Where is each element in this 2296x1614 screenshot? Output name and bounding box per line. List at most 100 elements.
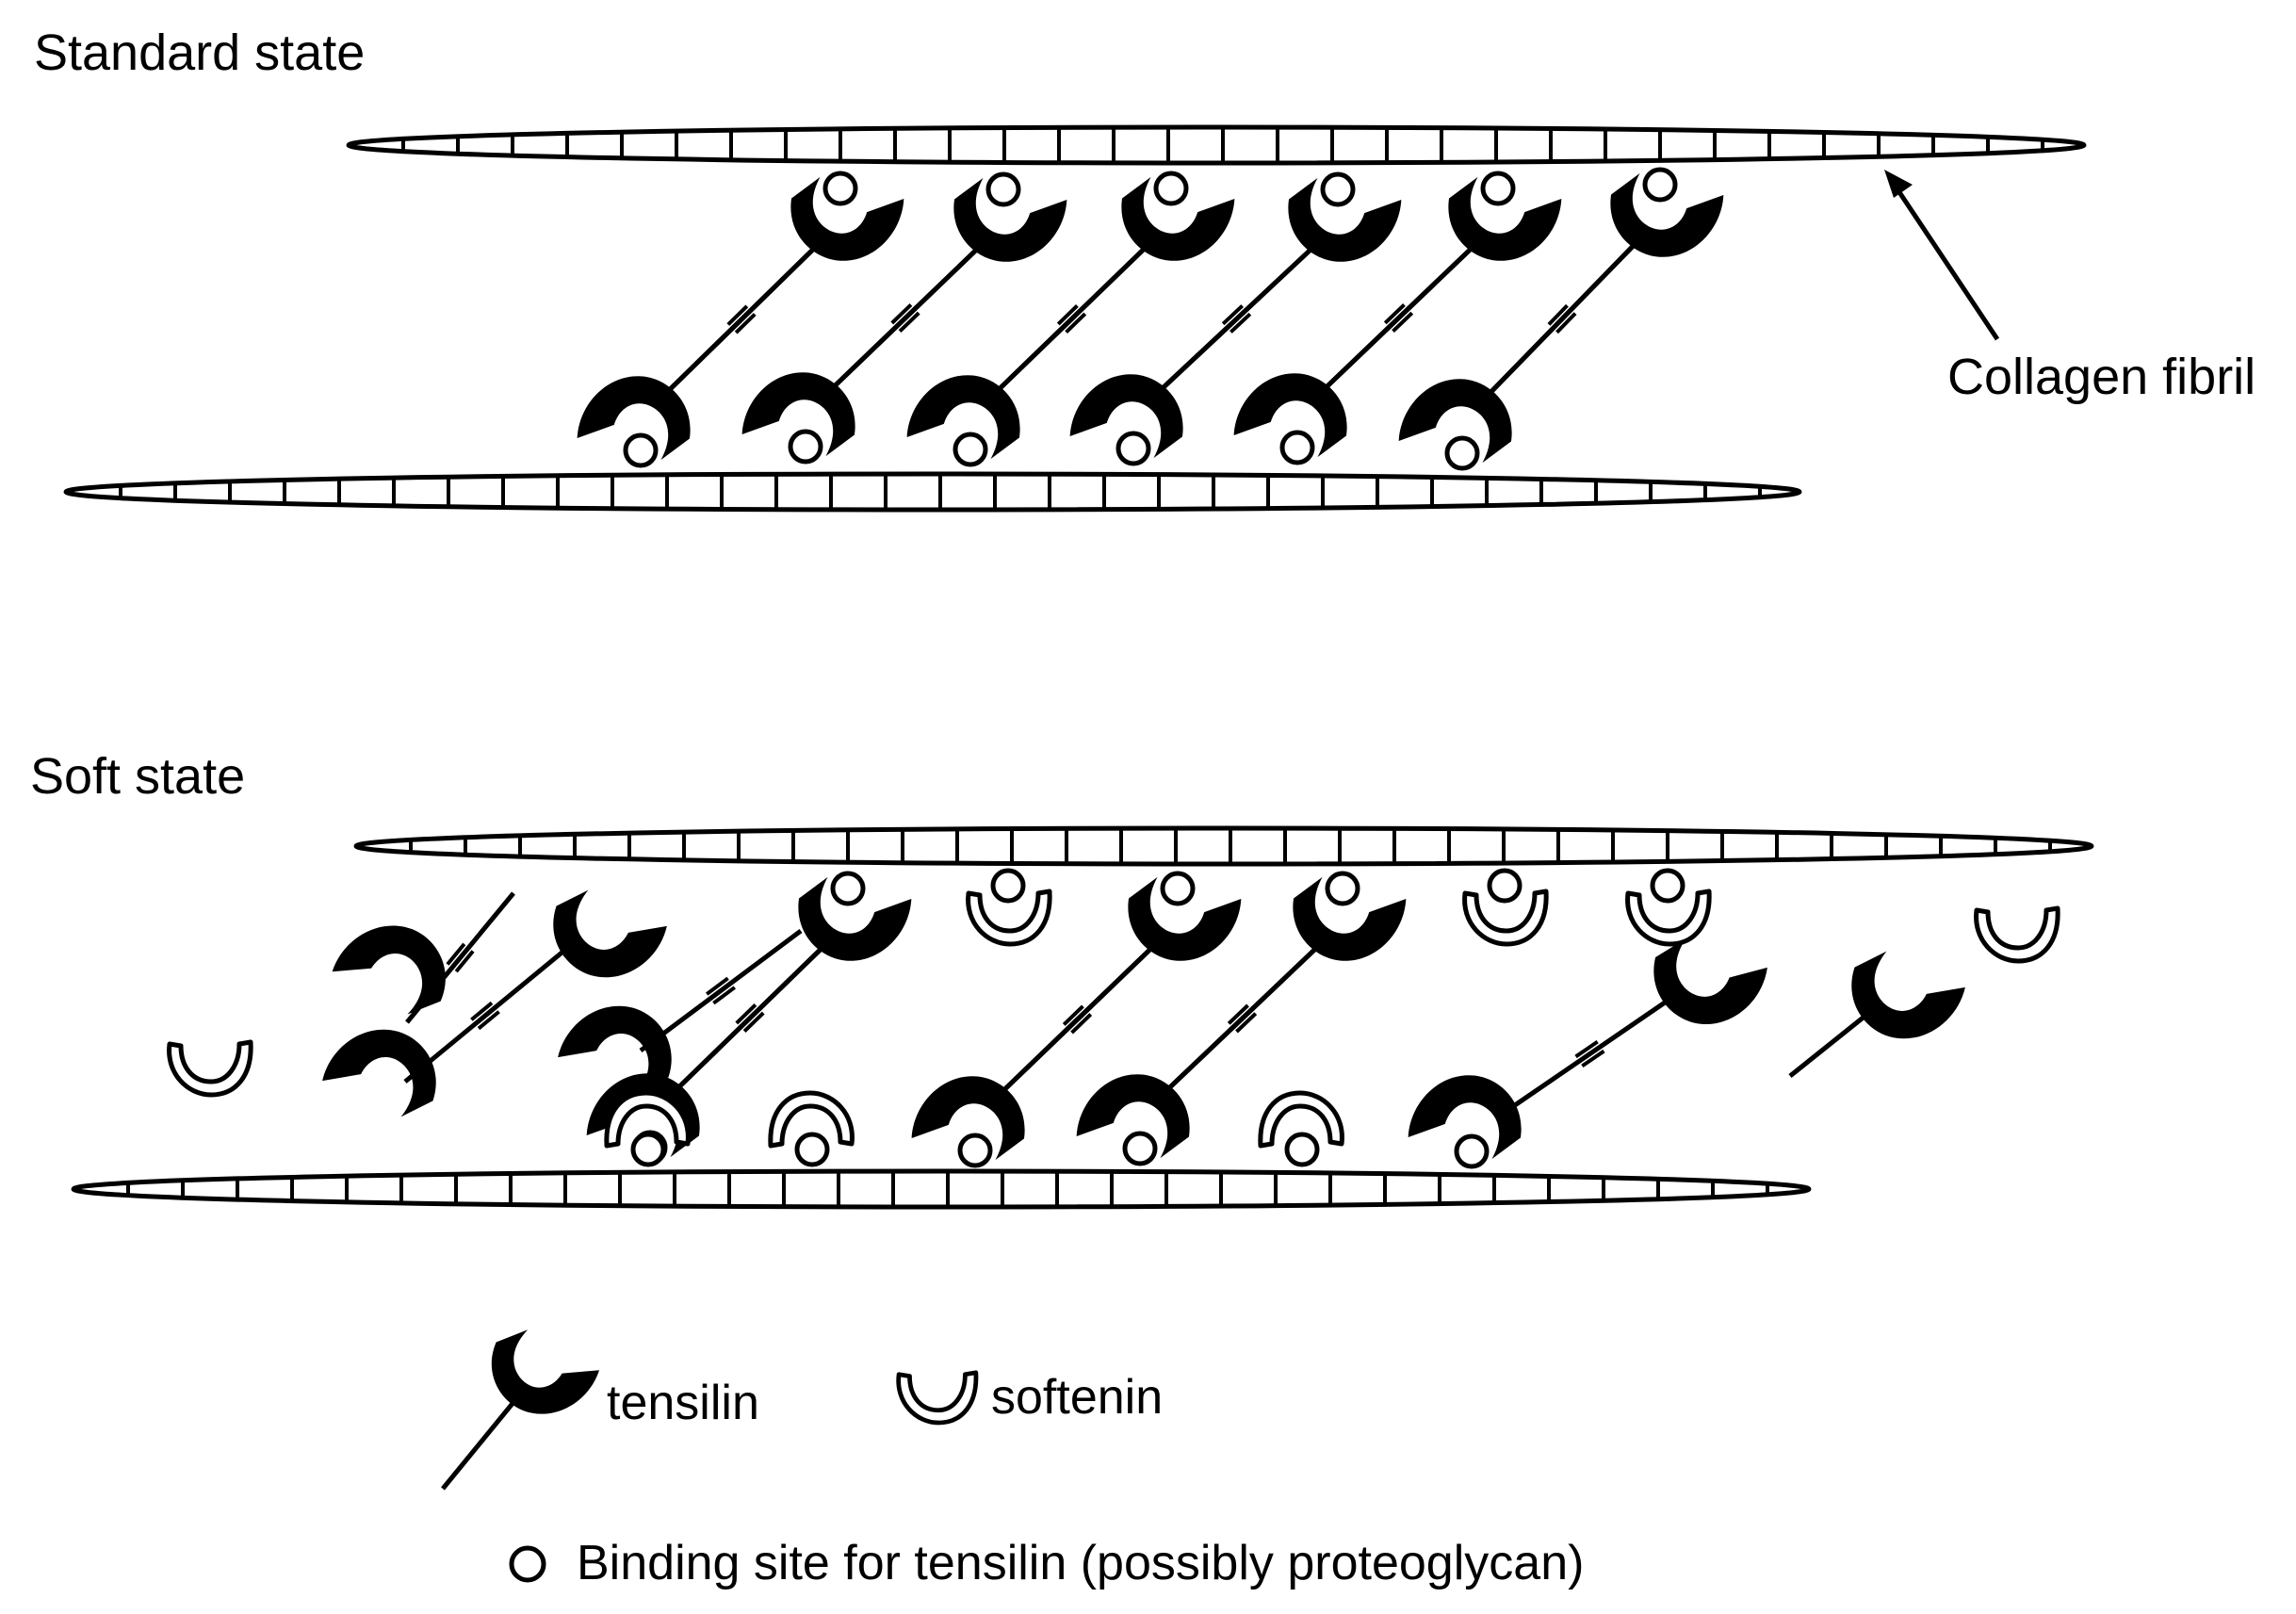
rod-break-mark (1065, 312, 1087, 334)
softenin (170, 1042, 252, 1095)
rod-break-mark (1574, 1039, 1599, 1059)
rod-break-mark (454, 950, 475, 973)
collagen-fibril-label: Collagen fibril (1947, 349, 2255, 405)
rod-break-mark (1227, 1003, 1249, 1025)
tensilin-rod (984, 234, 1160, 404)
binding-site (1483, 173, 1513, 204)
binding-site (1163, 873, 1193, 904)
rod-break-mark (735, 1003, 757, 1025)
tensilin-head-free (325, 903, 464, 1043)
binding-site (797, 1134, 827, 1165)
legend-softenin-icon (899, 1373, 976, 1423)
soft-state-molecules (170, 845, 2059, 1192)
rod-break-mark (446, 942, 466, 966)
rod-break-mark (1062, 1004, 1084, 1026)
tensilin-rod (819, 235, 992, 401)
rod-break-mark (1547, 303, 1569, 326)
rod-break-mark (726, 304, 749, 326)
tensilin-head-top (1276, 845, 1415, 983)
binding-site (825, 173, 855, 204)
rod-break-mark (1221, 304, 1244, 326)
fibril-outline (353, 825, 2094, 867)
legend-tensilin-icon (441, 1302, 606, 1491)
binding-site (833, 873, 863, 904)
tensilin-head-top (781, 845, 920, 983)
collagen-fibril-standard-top (346, 124, 2087, 166)
tensilin-rod (654, 234, 829, 405)
tensilin-head-top (1111, 845, 1250, 983)
rod-break-mark (1383, 303, 1406, 325)
collagen-fibril-soft-bottom (71, 1168, 1812, 1210)
fibril-outline (63, 471, 1802, 513)
binding-site (790, 432, 821, 462)
binding-site (1645, 170, 1675, 200)
rod-break-mark (1070, 1013, 1093, 1035)
fibril-outline (346, 124, 2087, 166)
legend: tensilin softenin Binding site for tensi… (441, 1302, 1584, 1590)
panel-title-soft: Soft state (30, 748, 245, 805)
rod-break-mark (1392, 311, 1414, 333)
rod-break-mark (890, 303, 913, 325)
binding-site (1457, 1136, 1487, 1166)
tensilin-rod (1147, 235, 1327, 403)
standard-crosslinks (568, 141, 1733, 495)
legend-softenin-label: softenin (991, 1370, 1163, 1425)
tensilin-head-top (936, 146, 1076, 284)
binding-site (1287, 1134, 1317, 1165)
tensilin-head-top (1431, 145, 1571, 283)
binding-site (1156, 173, 1186, 204)
tensilin-head-free (1832, 921, 1973, 1062)
collagen-fibril-standard-bottom (63, 471, 1802, 513)
tensilin-rod (403, 948, 567, 1084)
binding-site (1118, 433, 1148, 464)
softenin (1977, 908, 2059, 961)
rod-break-mark (898, 311, 920, 333)
tensilin-head-top (773, 145, 913, 283)
tensilin-rod (663, 934, 837, 1102)
tensilin-rod (1153, 934, 1331, 1103)
rod-break-mark (477, 1010, 500, 1031)
binding-site (993, 871, 1023, 901)
rod-break-mark (712, 986, 737, 1005)
binding-site (626, 435, 656, 465)
tensilin-rod (1510, 998, 1669, 1110)
tensilin-rod (1311, 234, 1487, 402)
tensilin-head-free (315, 1006, 455, 1147)
rod-break-mark (1581, 1049, 1605, 1068)
binding-site (1327, 873, 1358, 904)
rod-break-mark (734, 313, 757, 334)
tensilin-rod (1788, 1006, 1877, 1078)
legend-binding-site-label: Binding site for tensilin (possibly prot… (577, 1536, 1584, 1590)
binding-site (955, 434, 985, 465)
binding-site (988, 174, 1018, 204)
tensilin-rod (639, 928, 803, 1053)
rod-break-mark (742, 1011, 765, 1033)
rod-break-mark (705, 976, 729, 996)
legend-binding-site-icon (509, 1545, 546, 1583)
rod-break-mark (1056, 304, 1079, 326)
fibril-outline (71, 1168, 1812, 1210)
binding-site (1323, 174, 1353, 204)
rod-break-mark (470, 1001, 494, 1021)
binding-site (1490, 871, 1520, 901)
tensilin-head-top (1104, 145, 1244, 283)
tensilin-head-bottom (1399, 1053, 1539, 1191)
tensilin-rod (1475, 230, 1649, 408)
binding-site (633, 1134, 663, 1165)
tensilin-head-free (534, 860, 675, 1001)
rod-break-mark (1235, 1012, 1258, 1034)
binding-site (1447, 438, 1477, 468)
legend-tensilin-label: tensilin (607, 1376, 759, 1430)
rod-break-mark (1555, 312, 1577, 334)
panel-title-standard: Standard state (34, 24, 365, 81)
collagen-fibril-arrow (1884, 170, 2000, 341)
tensilin-rod (988, 934, 1166, 1105)
binding-site (960, 1135, 990, 1166)
rod-break-mark (1229, 312, 1252, 334)
collagen-fibril-soft-top (353, 825, 2094, 867)
binding-site (1282, 432, 1312, 463)
tensilin-head-top (1271, 146, 1410, 284)
binding-site (1125, 1133, 1155, 1164)
binding-site (1653, 871, 1683, 901)
